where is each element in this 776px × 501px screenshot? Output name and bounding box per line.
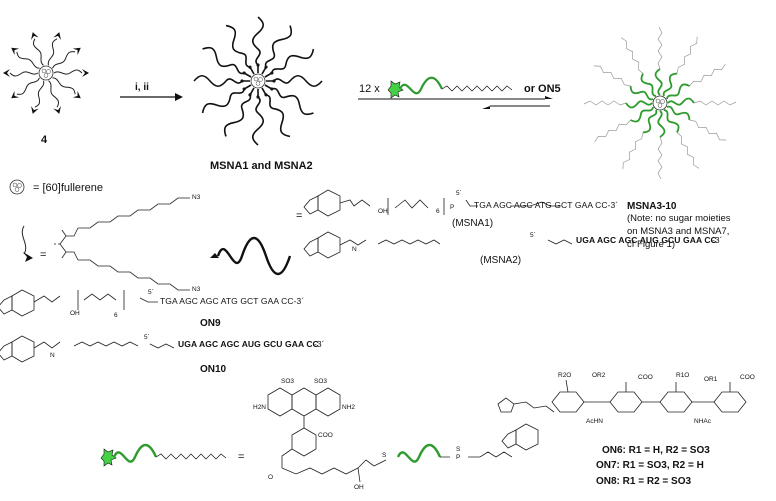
malonate-azide-structure — [54, 197, 190, 291]
on10-tail: -3´ — [314, 339, 325, 349]
reagent-conjugate-icon — [387, 76, 513, 99]
on9-label: ON9 — [200, 318, 221, 329]
msna2-five-prime: 5´ — [530, 232, 536, 239]
dye-nh2: NH2 — [342, 404, 356, 411]
sugar-achn: AcHN — [586, 418, 603, 425]
msna2-structure — [303, 231, 573, 259]
reaction-arrow-1 — [120, 93, 183, 101]
msna1-2-drawing — [193, 16, 323, 146]
dye-structure — [267, 387, 387, 483]
oligosaccharide-structure — [497, 379, 747, 451]
dye-so3-left: SO3 — [281, 378, 295, 385]
reagents-label: i, ii — [135, 82, 149, 93]
dye-o: O — [268, 474, 274, 481]
linker-p: P — [456, 454, 461, 461]
sugar-or2: OR2 — [592, 372, 606, 379]
on10-label: ON10 — [200, 364, 227, 375]
msna1-msna2-label: MSNA1 and MSNA2 — [210, 160, 313, 172]
msna1-six: 6 — [436, 208, 440, 215]
sugar-or1: OR1 — [704, 376, 718, 383]
on9-six: 6 — [114, 312, 118, 319]
note-line-3: cf Figure 1) — [627, 239, 676, 250]
on9-structure — [0, 289, 158, 317]
msna1-five-prime: 5´ — [456, 190, 462, 197]
on7-legend: ON7: R1 = SO3, R2 = H — [596, 460, 704, 471]
azide-bottom: N3 — [192, 286, 201, 293]
msna1-structure — [303, 189, 560, 217]
fullerene-legend: = [60]fullerene — [33, 182, 104, 194]
dye-s: S — [382, 452, 387, 459]
on9-sequence: TGA AGC AGC ATG GCT GAA CC-3´ — [160, 296, 305, 306]
note-line-2: on MSNA3 and MSNA7, — [627, 226, 730, 237]
msna1-oh: OH — [378, 208, 388, 215]
msna1-p: P — [450, 204, 455, 211]
linker-s: S — [456, 446, 461, 453]
on8-legend: ON8: R1 = R2 = SO3 — [596, 476, 692, 487]
msna1-name: (MSNA1) — [452, 218, 494, 229]
on9-oh: OH — [70, 310, 80, 317]
dye-so3-right: SO3 — [314, 378, 328, 385]
compound-4-label: 4 — [41, 134, 48, 146]
azide-top: N3 — [192, 194, 201, 201]
msna2-tail: -3´ — [712, 235, 723, 245]
sugar-nhac: NHAc — [694, 418, 711, 425]
msna2-nh: N — [352, 246, 357, 253]
sugar-r1o: R1O — [676, 372, 690, 379]
conjugate-symbol — [100, 443, 227, 467]
arm-4-symbol — [21, 225, 33, 262]
msna3-10-label: MSNA3-10 — [627, 201, 677, 212]
msna2-sequence: UGA AGC AGC AUG GCU GAA CC — [576, 235, 717, 245]
dye-oh: OH — [354, 484, 364, 491]
sugar-r2o: R2O — [558, 372, 572, 379]
msna2-name: (MSNA2) — [480, 255, 522, 266]
dye-coo: COO — [318, 432, 333, 439]
on9-five-prime: 5´ — [148, 289, 154, 296]
on10-sequence: UGA AGC AGC AUG GCU GAA CC — [178, 339, 319, 349]
conjugate-wave — [396, 443, 513, 463]
equilibrium-arrows — [358, 96, 553, 109]
on10-structure — [0, 335, 175, 363]
equals-sign-2: = — [296, 210, 303, 222]
oligo-wave-symbol — [210, 236, 292, 276]
on10-nh: N — [50, 352, 55, 359]
on6-legend: ON6: R1 = H, R2 = SO3 — [602, 445, 710, 456]
sugar-coo-2: COO — [740, 374, 755, 381]
fullerene-icon — [9, 179, 25, 195]
msna3-10-drawing — [583, 26, 737, 180]
compound-4-drawing — [2, 30, 90, 116]
or-on5-label: or ON5 — [524, 83, 561, 95]
note-line-1: (Note: no sugar moieties — [627, 213, 731, 224]
dye-h2n: H2N — [253, 404, 267, 411]
equivalents-label: 12 x — [359, 83, 380, 95]
equals-sign-1: = — [40, 249, 47, 261]
sugar-coo-1: COO — [638, 374, 653, 381]
msna1-sequence: TGA AGC AGC ATG GCT GAA CC-3´ — [474, 200, 619, 210]
on10-five-prime: 5´ — [144, 334, 150, 341]
equals-sign-3: = — [238, 451, 245, 463]
